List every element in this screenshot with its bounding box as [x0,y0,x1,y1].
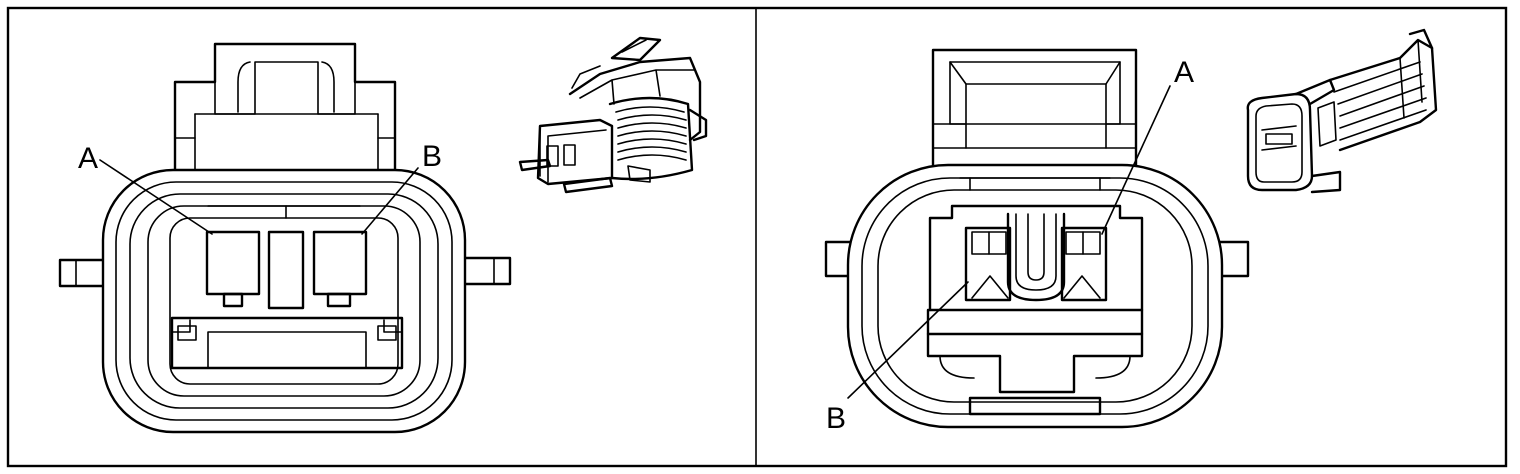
left-connector-thumbnail [518,36,708,194]
left-panel: A B [58,36,708,434]
right-connector-thumbnail [1246,28,1438,194]
left-pin-label-a: A [78,142,98,175]
left-connector-face [58,42,512,434]
right-panel: A B [824,28,1438,435]
left-pin-label-b: B [422,140,442,173]
figure-frame [6,6,1508,468]
right-pin-label-a: A [1174,56,1194,89]
right-connector-face [824,48,1250,429]
right-pin-label-b: B [826,402,846,435]
